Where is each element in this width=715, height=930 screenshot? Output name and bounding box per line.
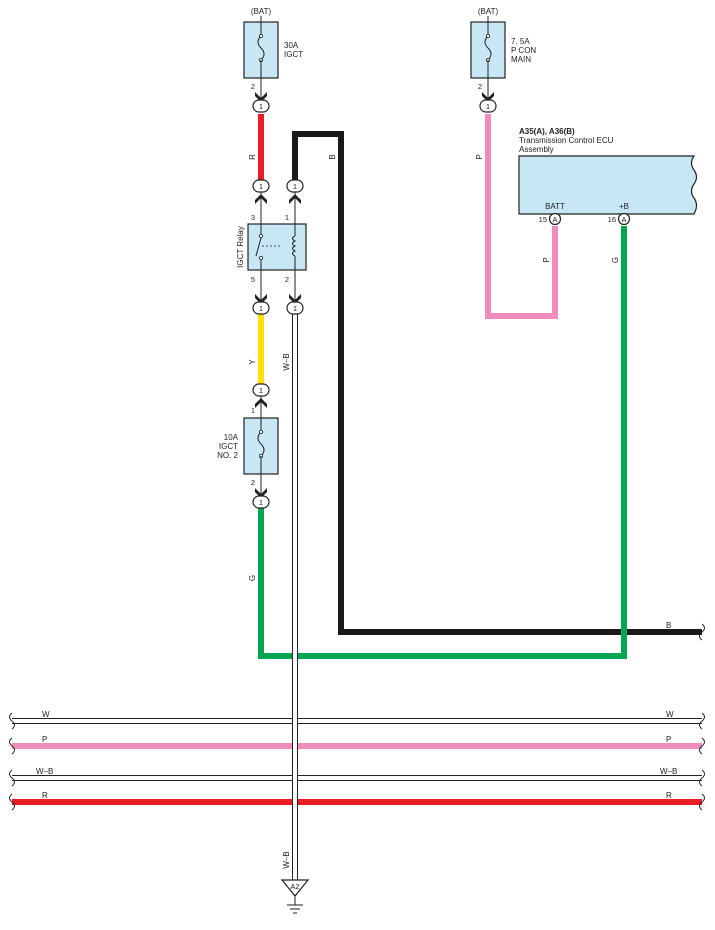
ecu-b-label: +B: [619, 202, 629, 211]
ecu-subtitle2: Assembly: [519, 145, 554, 154]
transmission-control-ecu[interactable]: A35(A), A36(B) Transmission Control ECU …: [518, 127, 698, 226]
label-g-b: G: [611, 257, 620, 263]
fuse-igct2-conn-top: 1: [259, 386, 263, 395]
fuse-igct[interactable]: (BAT) 30A IGCT 2 1: [243, 7, 303, 113]
relay-conn-b-bottom: 1: [293, 304, 297, 313]
label-b-right: B: [666, 621, 671, 630]
fuse-pcon-source: (BAT): [478, 7, 499, 16]
label-p-batt: P: [542, 257, 551, 262]
relay-pin1: 1: [285, 213, 289, 222]
fuse-pcon-rating: 7. 5A: [511, 37, 530, 46]
label-g-left: G: [248, 575, 257, 581]
label-wb-bottom: W–B: [282, 851, 291, 868]
fuse-igct2-pin-bottom: 2: [251, 478, 255, 487]
wire-green-g[interactable]: [258, 226, 627, 659]
fuse-igct2-name2: NO. 2: [217, 451, 238, 460]
relay-pin2: 2: [285, 275, 289, 284]
fuse-igct-name: IGCT: [284, 50, 303, 59]
bus-label-r-left: R: [42, 791, 48, 800]
ecu-title: A35(A), A36(B): [519, 127, 575, 136]
label-r: R: [248, 154, 257, 160]
ground-a2[interactable]: A2: [280, 879, 310, 914]
bus-label-wb-left: W–B: [36, 767, 53, 776]
fuse-pcon-name1: P CON: [511, 46, 536, 55]
ecu-batt-conn: A: [552, 215, 557, 224]
igct-relay[interactable]: 1 1 3 1 IGCT Relay 5 2 1 1: [236, 179, 307, 315]
wire-black-b[interactable]: [292, 131, 702, 635]
label-y: Y: [248, 359, 257, 365]
label-b: B: [328, 154, 337, 159]
fuse-igct2-name1: IGCT: [219, 442, 238, 451]
fuse-igct-no2[interactable]: 1 1 10A IGCT NO. 2 2 1: [217, 383, 279, 509]
fuse-pcon-conn: 1: [486, 102, 490, 111]
wire-pink-p[interactable]: [485, 114, 558, 319]
fuse-igct-pin: 2: [251, 82, 255, 91]
bus-label-r-right: R: [666, 791, 672, 800]
wire-labels: R B P P G Y W–B G W–B B W W P P W–B W–B …: [36, 154, 677, 869]
ground-label: A2: [290, 882, 299, 891]
fuse-pcon-pin: 2: [478, 82, 482, 91]
ecu-subtitle1: Transmission Control ECU: [519, 136, 614, 145]
ecu-b-conn: A: [621, 215, 626, 224]
relay-conn-a-bottom: 1: [259, 304, 263, 313]
ecu-batt-label: BATT: [545, 202, 565, 211]
bus-label-p-left: P: [42, 735, 47, 744]
relay-pin5: 5: [251, 275, 255, 284]
ecu-batt-pin: 15: [539, 215, 547, 224]
bus-label-p-right: P: [666, 735, 671, 744]
bus-label-w-left: W: [42, 710, 50, 719]
fuse-igct2-conn-bottom: 1: [259, 498, 263, 507]
fuse-igct-source: (BAT): [251, 7, 272, 16]
bus-label-w-right: W: [666, 710, 674, 719]
bus-label-wb-right: W–B: [660, 767, 677, 776]
label-wb-top: W–B: [282, 353, 291, 370]
relay-conn-b-top: 1: [293, 182, 297, 191]
relay-pin3: 3: [251, 213, 255, 222]
ecu-b-pin: 16: [608, 215, 616, 224]
fuse-pcon-main[interactable]: (BAT) 7. 5A P CON MAIN 2 1: [470, 7, 536, 113]
fuse-pcon-name2: MAIN: [511, 55, 531, 64]
fuse-igct2-rating: 10A: [224, 433, 239, 442]
fuse-igct-rating: 30A: [284, 41, 299, 50]
relay-name: IGCT Relay: [236, 226, 245, 268]
fuse-igct2-pin-top: 1: [251, 406, 255, 415]
fuse-igct-conn: 1: [259, 102, 263, 111]
label-p-top: P: [475, 154, 484, 159]
bus-break-marks: [9, 623, 705, 811]
relay-conn-a-top: 1: [259, 182, 263, 191]
